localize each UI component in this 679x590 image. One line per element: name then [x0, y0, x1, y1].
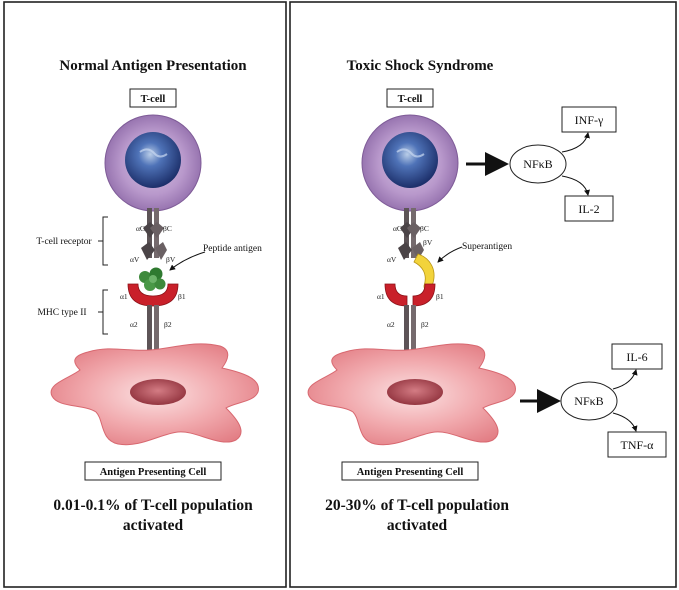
il2-box	[564, 195, 614, 222]
left-tcell-receptor	[141, 208, 167, 260]
left-chain-aC: αC	[136, 224, 145, 233]
right-apc-label: Antigen Presenting Cell	[357, 467, 464, 478]
right-panel-frame	[289, 1, 677, 588]
right-apc-nucleus	[387, 379, 443, 405]
right-panel-title: Toxic Shock Syndrome	[347, 58, 494, 74]
inf-gamma-box	[561, 106, 617, 133]
left-tcell-label: T-cell	[141, 94, 166, 105]
il6-label: IL-6	[626, 350, 647, 364]
left-chain-b2: β2	[164, 320, 172, 329]
tcell-nfkb-node	[509, 144, 567, 184]
peptide-antigen-arrow	[169, 251, 206, 271]
right-chain-b1: β1	[436, 292, 444, 301]
right-tcell-receptor	[398, 208, 424, 260]
right-apc	[307, 343, 516, 446]
tcr-label: T-cell receptor	[36, 237, 92, 247]
left-panel-frame	[3, 1, 287, 588]
mhc-bracket	[102, 289, 108, 335]
right-apc-label-box	[341, 461, 479, 481]
tnf-alpha-label: TNF-α	[621, 438, 655, 452]
right-tcell-label: T-cell	[398, 94, 423, 105]
left-apc-label-box	[84, 461, 222, 481]
right-chain-a2: α2	[387, 320, 395, 329]
left-stat-line2: activated	[123, 517, 184, 534]
left-mhc	[127, 283, 179, 353]
left-tcell	[104, 114, 202, 212]
right-chain-aV: αV	[387, 255, 397, 264]
right-stat-line2: activated	[387, 517, 448, 534]
left-apc-label: Antigen Presenting Cell	[100, 467, 207, 478]
right-chain-b2: β2	[421, 320, 429, 329]
right-chain-a1: α1	[377, 292, 385, 301]
right-chain-aC: αC	[393, 224, 402, 233]
superantigen-label: Superantigen	[462, 242, 512, 252]
il2-label: IL-2	[578, 202, 599, 216]
peptide-antigen-label: Peptide antigen	[203, 244, 262, 254]
apc-nfkb-to-bottom-arrow	[612, 412, 638, 432]
right-tcell	[361, 114, 459, 212]
apc-nfkb-to-top-arrow	[612, 369, 638, 390]
right-chain-bV: βV	[423, 238, 433, 247]
peptide-antigen	[139, 267, 166, 291]
right-tcell-label-box	[386, 88, 434, 108]
left-chain-b1: β1	[178, 292, 186, 301]
apc-nfkb-label: NFκB	[574, 394, 603, 408]
superantigen-arrow	[437, 246, 463, 263]
inf-gamma-label: INF-γ	[575, 113, 604, 127]
left-tcell-label-box	[129, 88, 177, 108]
left-apc-nucleus	[130, 379, 186, 405]
tnf-alpha-box	[607, 431, 667, 458]
left-chain-a1: α1	[120, 292, 128, 301]
apc-nfkb-node	[560, 381, 618, 421]
mhc-label: MHC type II	[37, 308, 86, 318]
left-stat-line1: 0.01-0.1% of T-cell population	[53, 497, 253, 514]
right-tcell-nucleus	[382, 132, 438, 188]
right-mhc	[384, 283, 436, 353]
left-chain-aV: αV	[130, 255, 140, 264]
left-apc	[50, 343, 259, 446]
left-chain-bV: βV	[166, 255, 176, 264]
left-tcell-nucleus	[125, 132, 181, 188]
tcell-nfkb-to-bottom-arrow	[561, 175, 590, 196]
right-stat-line1: 20-30% of T-cell population	[325, 497, 509, 514]
left-chain-bC: βC	[163, 224, 172, 233]
tcell-nfkb-label: NFκB	[523, 157, 552, 171]
tcell-nfkb-to-top-arrow	[561, 132, 590, 153]
right-chain-bC: βC	[420, 224, 429, 233]
il6-box	[611, 343, 663, 370]
left-panel-title: Normal Antigen Presentation	[59, 58, 247, 74]
left-chain-a2: α2	[130, 320, 138, 329]
tcr-bracket	[102, 216, 108, 266]
